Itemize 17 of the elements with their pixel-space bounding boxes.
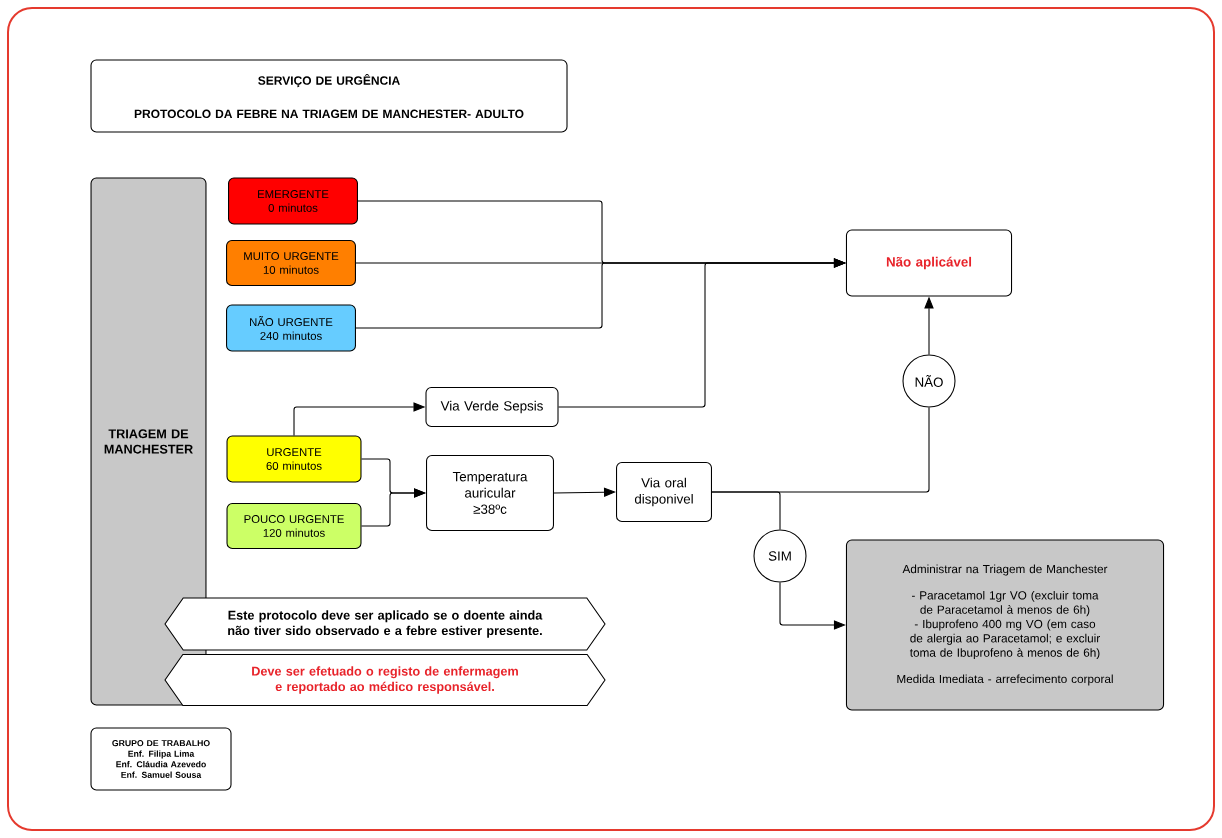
arrow (553, 487, 616, 497)
note-banner: Deve ser efetuado o registo de enfermagem e reportado ao médico responsável. (164, 654, 606, 706)
category-band: TRIAGEM DE MANCHESTER (90, 177, 207, 706)
priority-box: NÃO URGENTE 240 minutos (226, 304, 356, 352)
arrow (361, 488, 426, 527)
process-box: Não aplicável (845, 229, 1013, 297)
process-box: Via oral disponivel (616, 462, 712, 522)
title-box: SERVIÇO DE URGÊNCIA PROTOCOLO DA FEBRE NA TRIAGEM DE MANCHESTER- ADULTO (90, 59, 568, 133)
instruction-box: Administrar na Triagem de Manchester - Paracetamol 1gr VO (excluir toma de Paracetamol à menos de 6h) - Ibuprofeno 400 mg VO (em caso de alergia ao Paracetamol; e excluir toma de Ibuprofeno à menos de 6h) Medida Imediata - arrefecimento corporal (845, 539, 1165, 711)
process-box: Via Verde Sepsis (425, 387, 559, 427)
priority-box: POUCO URGENTE 120 minutos (226, 502, 362, 550)
priority-box: URGENTE 60 minutos (226, 435, 362, 483)
credits-box: GRUPO DE TRABALHO Enf. Filipa Lima Enf. Cláudia Azevedo Enf. Samuel Sousa (90, 727, 232, 791)
note-banner: Este protocolo deve ser aplicado se o doente ainda não tiver sido observado e a febre estiver presente. (164, 597, 606, 651)
process-box: Temperatura auricular ≥38ºc (426, 455, 554, 531)
priority-box: EMERGENTE 0 minutos (228, 177, 358, 225)
priority-box: MUITO URGENTE 10 minutos (226, 239, 356, 287)
